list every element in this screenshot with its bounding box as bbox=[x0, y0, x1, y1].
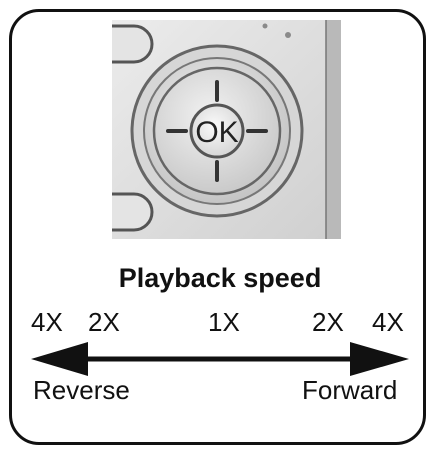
ok-button[interactable] bbox=[189, 103, 245, 159]
indicator-dot bbox=[285, 32, 291, 38]
ok-button-label: OK bbox=[195, 116, 238, 149]
speed-label-reverse-2x: 2X bbox=[88, 307, 120, 337]
camera-dpad-illustration: OK bbox=[112, 20, 341, 239]
reverse-label: Reverse bbox=[33, 375, 130, 405]
diagram-title: Playback speed bbox=[118, 263, 322, 293]
upper-side-button[interactable] bbox=[112, 24, 154, 64]
speed-label-reverse-4x: 4X bbox=[31, 307, 63, 337]
indicator-dot bbox=[262, 23, 268, 29]
forward-label: Forward bbox=[302, 375, 398, 405]
speed-label-forward-2x: 2X bbox=[312, 307, 344, 337]
forward-arrow-head bbox=[350, 342, 409, 376]
lower-side-button[interactable] bbox=[112, 192, 154, 232]
reverse-arrow-head bbox=[31, 342, 88, 376]
speed-label-normal-1x: 1X bbox=[208, 307, 240, 337]
speed-arrow bbox=[31, 342, 409, 376]
speed-label-forward-4x: 4X bbox=[372, 307, 404, 337]
